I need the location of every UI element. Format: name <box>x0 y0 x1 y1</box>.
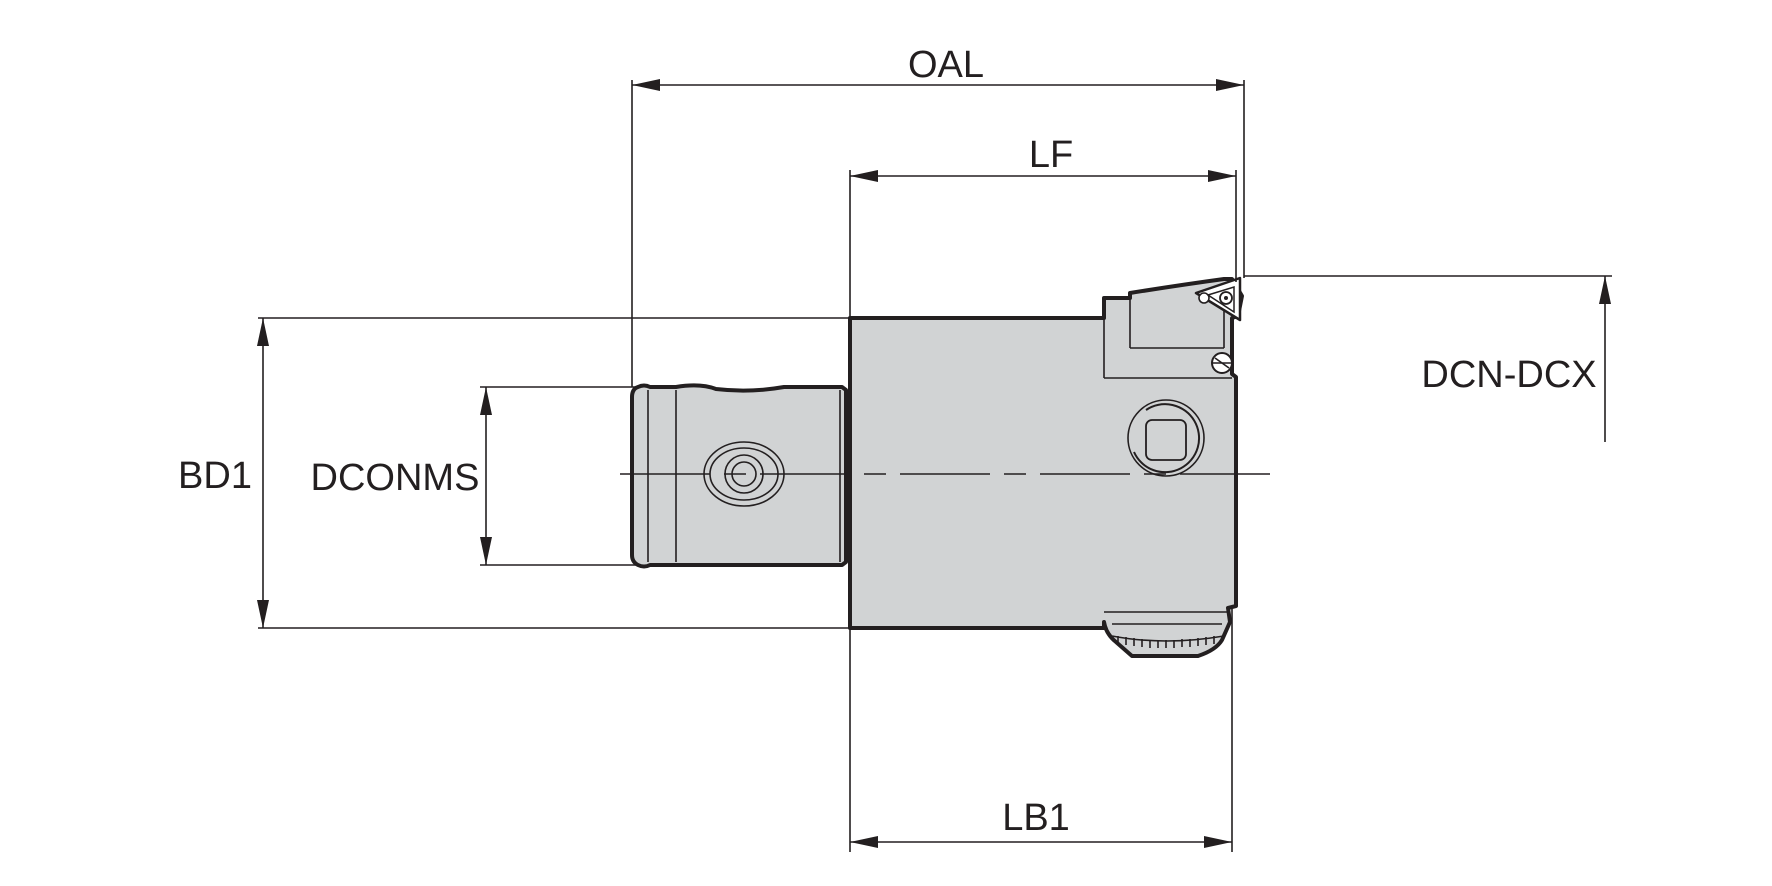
knurled-dial <box>1104 611 1228 648</box>
adjustment-screw-icon <box>1127 399 1205 477</box>
dimension-bd1: BD1 <box>178 318 269 628</box>
shank <box>630 383 848 569</box>
dimension-lf: LF <box>850 134 1236 182</box>
tool-body <box>620 276 1272 658</box>
label-lb1: LB1 <box>1002 797 1070 839</box>
knurl-ticks <box>1117 636 1215 648</box>
label-lf: LF <box>1029 134 1073 176</box>
label-oal: OAL <box>908 44 984 86</box>
insert-inner <box>1206 285 1235 314</box>
dimension-dcn-dcx: DCN-DCX <box>1421 276 1611 442</box>
dimension-oal: OAL <box>632 44 1244 91</box>
label-dcn-dcx: DCN-DCX <box>1421 354 1596 396</box>
main-body <box>848 277 1244 658</box>
insert-screw-center <box>1224 296 1228 300</box>
dimension-lb1: LB1 <box>850 797 1232 848</box>
label-bd1: BD1 <box>178 455 252 497</box>
label-dconms: DCONMS <box>311 457 480 499</box>
dimension-dconms: DCONMS <box>311 387 492 565</box>
small-pin-icon <box>1198 292 1210 304</box>
extension-lines <box>258 80 1612 852</box>
